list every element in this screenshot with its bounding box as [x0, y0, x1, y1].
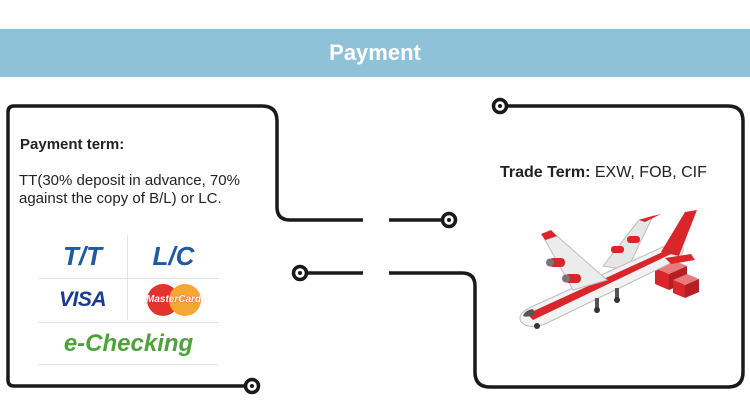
mastercard-logo-icon: MasterCard	[128, 279, 219, 321]
cargo-boxes-icon	[655, 260, 699, 298]
trade-term-value: EXW, FOB, CIF	[590, 164, 707, 181]
mastercard-text: MasterCard	[145, 294, 202, 305]
payment-term-description: TT(30% deposit in advance, 70% against t…	[19, 172, 240, 207]
header-bar: Payment	[0, 29, 750, 77]
payment-term-label: Payment term:	[20, 136, 125, 153]
logo-grid-lines	[38, 235, 219, 365]
connector-gap	[363, 212, 389, 282]
payment-panel-outline	[6, 104, 449, 388]
echecking-logo: e-Checking	[63, 329, 194, 357]
visa-logo: VISA	[58, 288, 107, 311]
tt-logo: T/T	[63, 240, 102, 271]
trade-term: Trade Term: EXW, FOB, CIF	[500, 164, 707, 182]
page-title: Payment	[329, 40, 421, 65]
lc-logo: L/C	[152, 240, 195, 271]
airplane-icon	[519, 210, 699, 329]
trade-term-label: Trade Term:	[500, 164, 591, 181]
trade-panel-outline	[300, 104, 745, 389]
payment-logos: T/T L/C VISA MasterCard e-Checking	[38, 235, 219, 364]
